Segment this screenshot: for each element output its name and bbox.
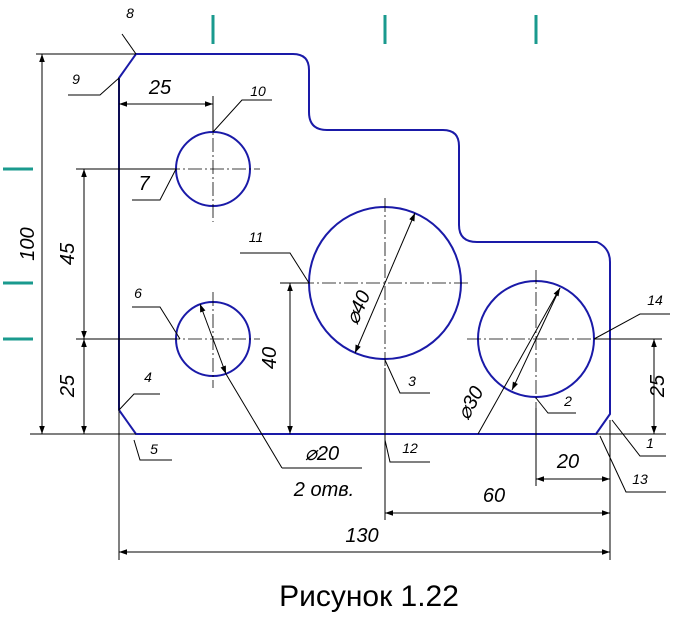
alignment-ticks: [3, 15, 538, 341]
label-9: 9: [72, 71, 80, 87]
dim-25-top: 25: [148, 77, 172, 99]
dimension-lines: [30, 53, 666, 560]
label-leaders: [68, 33, 670, 493]
dim-diameter-40: ⌀40: [342, 288, 376, 328]
label-11: 11: [249, 229, 264, 245]
label-10: 10: [250, 83, 266, 99]
label-3: 3: [408, 373, 416, 389]
dim-60: 60: [483, 485, 505, 507]
part-outline: [118, 53, 611, 435]
label-13: 13: [632, 471, 648, 487]
label-14: 14: [647, 292, 663, 308]
dim-diameter-30: ⌀30: [453, 383, 489, 424]
label-12: 12: [402, 440, 418, 456]
dim-40-vertical: 40: [259, 347, 281, 369]
label-2: 2: [563, 393, 572, 409]
dim-diameter-20: ⌀20: [305, 443, 339, 465]
label-8: 8: [126, 5, 134, 21]
figure-caption: Рисунок 1.22: [279, 580, 459, 613]
dim-100: 100: [17, 227, 39, 260]
dim-holes-count: 2 отв.: [293, 479, 354, 501]
label-6: 6: [134, 285, 142, 301]
dim-20: 20: [556, 451, 579, 473]
dim-7: 7: [138, 173, 150, 195]
label-1: 1: [646, 435, 654, 451]
dim-25-left: 25: [57, 374, 79, 398]
center-lines: [166, 116, 605, 408]
dim-45: 45: [57, 242, 79, 265]
dim-25-right: 25: [647, 374, 669, 398]
label-4: 4: [144, 369, 152, 385]
dim-130: 130: [345, 525, 378, 547]
label-5: 5: [150, 441, 158, 457]
